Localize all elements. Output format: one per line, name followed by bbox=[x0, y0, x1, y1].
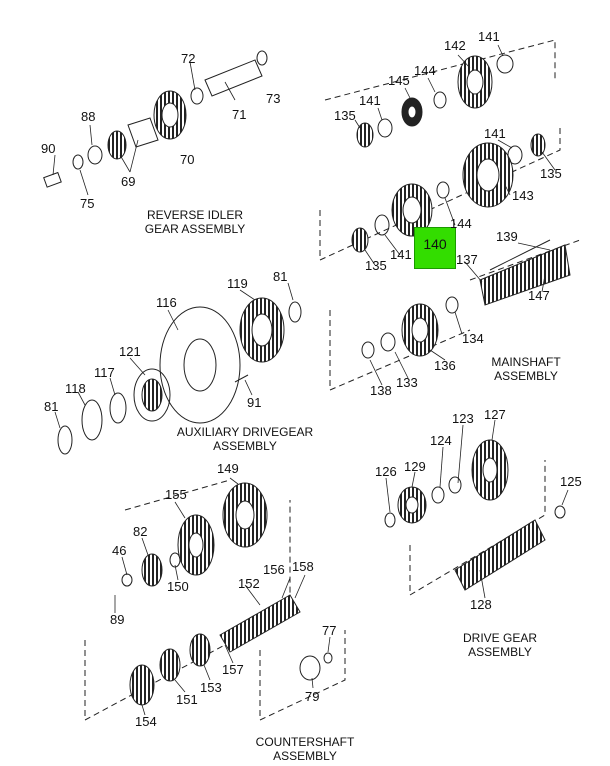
drive-gear-parts bbox=[384, 439, 566, 591]
part-label-118[interactable]: 118 bbox=[65, 381, 86, 396]
mainshaft-title: MAINSHAFT ASSEMBLY bbox=[476, 355, 576, 383]
part-label-152[interactable]: 152 bbox=[238, 576, 260, 591]
part-label-141[interactable]: 141 bbox=[390, 247, 412, 262]
part-label-88[interactable]: 88 bbox=[81, 109, 96, 124]
part-label-69[interactable]: 69 bbox=[121, 174, 136, 189]
aux-drivegear-title-line2: ASSEMBLY bbox=[213, 439, 277, 453]
part-label-119[interactable]: 119 bbox=[227, 276, 248, 291]
part-label-142[interactable]: 142 bbox=[444, 38, 466, 53]
part-label-145[interactable]: 145 bbox=[388, 73, 410, 88]
reverse-idler-title: REVERSE IDLER GEAR ASSEMBLY bbox=[130, 208, 260, 236]
countershaft-parts bbox=[121, 482, 333, 706]
part-label-73[interactable]: 73 bbox=[266, 91, 281, 106]
part-label-81[interactable]: 81 bbox=[44, 399, 59, 414]
part-label-153[interactable]: 153 bbox=[200, 680, 222, 695]
drive-gear-title-line1: DRIVE GEAR bbox=[462, 631, 537, 645]
part-label-133[interactable]: 133 bbox=[396, 375, 418, 390]
part-label-125[interactable]: 125 bbox=[560, 474, 582, 489]
countershaft-title-line2: ASSEMBLY bbox=[273, 749, 337, 763]
part-label-138[interactable]: 138 bbox=[370, 383, 392, 398]
highlight-label: 140 bbox=[423, 236, 447, 252]
aux-drivegear-title-line1: AUXILIARY DRIVEGEAR bbox=[176, 425, 314, 439]
part-label-128[interactable]: 128 bbox=[470, 597, 492, 612]
mainshaft-title-line1: MAINSHAFT bbox=[491, 355, 561, 369]
part-label-158[interactable]: 158 bbox=[292, 559, 314, 574]
part-label-124[interactable]: 124 bbox=[430, 433, 452, 448]
part-label-126[interactable]: 126 bbox=[375, 464, 397, 479]
part-label-116[interactable]: 116 bbox=[156, 295, 177, 310]
part-label-82[interactable]: 82 bbox=[133, 524, 148, 539]
part-label-135[interactable]: 135 bbox=[365, 258, 387, 273]
part-label-46[interactable]: 46 bbox=[112, 543, 127, 558]
reverse-idler-title-line1: REVERSE IDLER bbox=[146, 208, 244, 222]
reverse-idler-title-line2: GEAR ASSEMBLY bbox=[144, 222, 246, 236]
part-label-137[interactable]: 137 bbox=[456, 252, 478, 267]
drive-gear-title-line2: ASSEMBLY bbox=[468, 645, 532, 659]
part-label-144[interactable]: 144 bbox=[414, 63, 436, 78]
part-label-144[interactable]: 144 bbox=[450, 216, 472, 231]
part-label-139[interactable]: 139 bbox=[496, 229, 518, 244]
part-label-123[interactable]: 123 bbox=[452, 411, 474, 426]
part-label-89[interactable]: 89 bbox=[110, 612, 125, 627]
highlight-part-140[interactable]: 140 bbox=[414, 227, 456, 269]
part-label-143[interactable]: 143 bbox=[512, 188, 534, 203]
part-label-156[interactable]: 156 bbox=[263, 562, 285, 577]
part-label-135[interactable]: 135 bbox=[334, 108, 356, 123]
mainshaft-title-line2: ASSEMBLY bbox=[494, 369, 558, 383]
part-label-141[interactable]: 141 bbox=[478, 29, 500, 44]
countershaft-title-line1: COUNTERSHAFT bbox=[255, 735, 355, 749]
part-label-81[interactable]: 81 bbox=[273, 269, 288, 284]
leader-lines bbox=[52, 44, 569, 716]
part-label-147[interactable]: 147 bbox=[528, 288, 550, 303]
part-label-79[interactable]: 79 bbox=[305, 689, 320, 704]
part-label-77[interactable]: 77 bbox=[322, 623, 337, 638]
assembly-outlines bbox=[84, 39, 581, 721]
part-label-157[interactable]: 157 bbox=[222, 662, 244, 677]
part-label-154[interactable]: 154 bbox=[135, 714, 157, 729]
part-label-135[interactable]: 135 bbox=[540, 166, 562, 181]
part-label-136[interactable]: 136 bbox=[434, 358, 456, 373]
part-label-141[interactable]: 141 bbox=[359, 93, 381, 108]
part-label-129[interactable]: 129 bbox=[404, 459, 426, 474]
part-label-151[interactable]: 151 bbox=[176, 692, 198, 707]
part-label-150[interactable]: 150 bbox=[167, 579, 189, 594]
aux-drivegear-parts bbox=[57, 297, 302, 455]
reverse-idler-parts bbox=[43, 50, 268, 188]
part-label-117[interactable]: 117 bbox=[94, 365, 115, 380]
part-label-91[interactable]: 91 bbox=[247, 395, 262, 410]
part-label-155[interactable]: 155 bbox=[165, 487, 187, 502]
drive-gear-title: DRIVE GEAR ASSEMBLY bbox=[450, 631, 550, 659]
part-label-141[interactable]: 141 bbox=[484, 126, 506, 141]
part-label-75[interactable]: 75 bbox=[80, 196, 95, 211]
part-label-70[interactable]: 70 bbox=[180, 152, 195, 167]
part-label-71[interactable]: 71 bbox=[232, 107, 247, 122]
aux-drivegear-title: AUXILIARY DRIVEGEAR ASSEMBLY bbox=[160, 425, 330, 453]
part-label-149[interactable]: 149 bbox=[217, 461, 239, 476]
mainshaft-parts bbox=[351, 54, 571, 359]
part-label-134[interactable]: 134 bbox=[462, 331, 484, 346]
part-label-127[interactable]: 127 bbox=[484, 407, 506, 422]
countershaft-title: COUNTERSHAFT ASSEMBLY bbox=[245, 735, 365, 763]
part-label-121[interactable]: 121 bbox=[119, 344, 141, 359]
part-label-72[interactable]: 72 bbox=[181, 51, 196, 66]
part-label-90[interactable]: 90 bbox=[41, 141, 56, 156]
